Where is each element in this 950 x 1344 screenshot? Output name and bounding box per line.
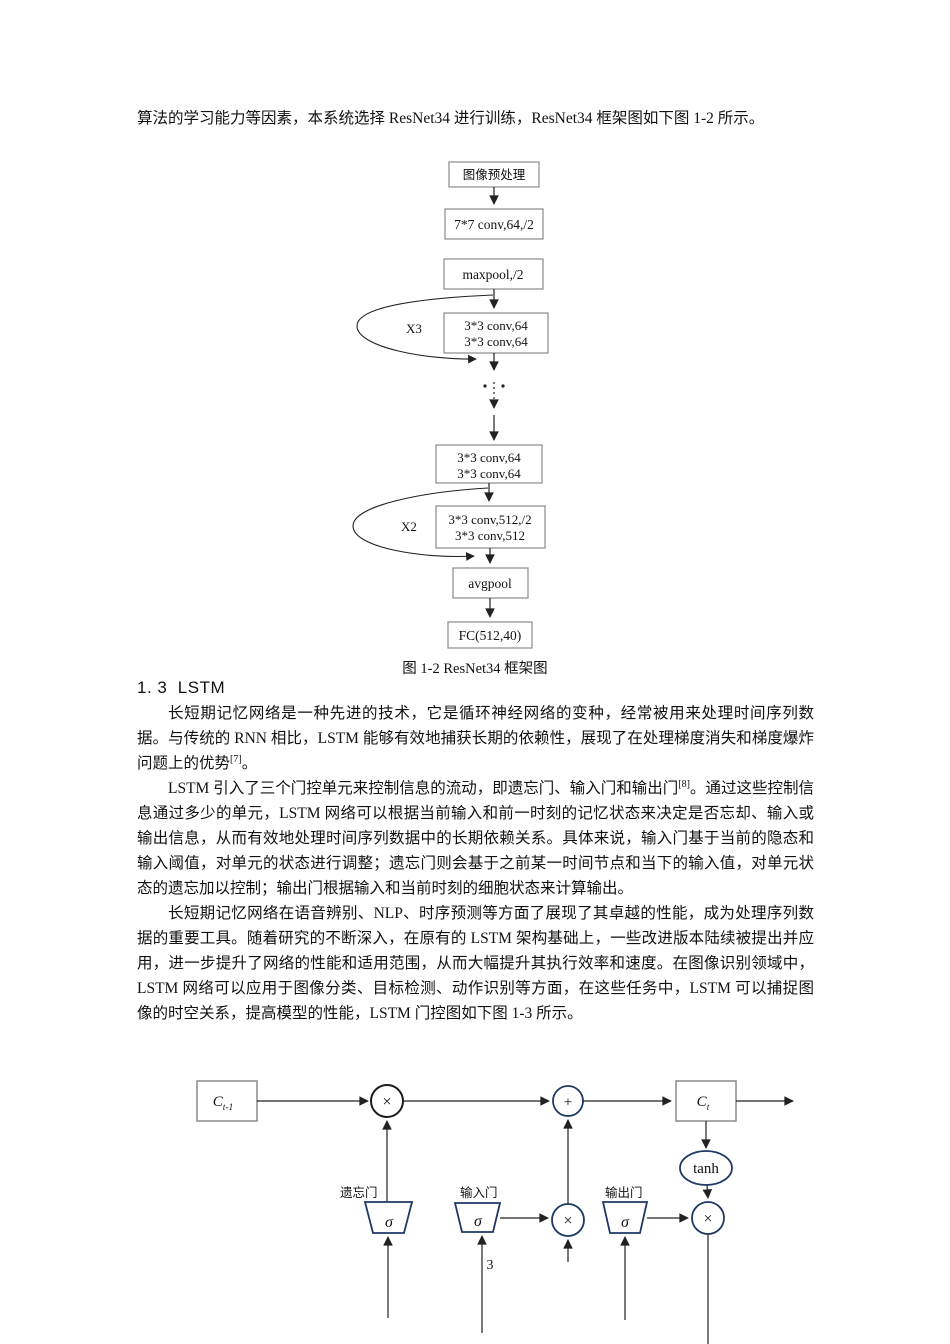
output-sigma-label: σ (621, 1214, 630, 1231)
c-prev-main: C (213, 1094, 224, 1110)
preprocess-box (448, 161, 540, 188)
fc-box (447, 621, 533, 649)
cell-state-prev-label: Ct-1 (213, 1094, 234, 1113)
input-gate-sigma-trapezoid (453, 1202, 502, 1233)
preprocess-label: 图像预处理 (463, 168, 526, 182)
block2-line1: 3*3 conv,64 (457, 450, 521, 465)
lstm-gate-diagram: Ct-1 × + Ct tanh 遗忘门 输入门 输出门 σ σ σ × × (196, 1080, 794, 1344)
forget-sigma-label: σ (385, 1214, 394, 1231)
tanh-label: tanh (693, 1161, 719, 1177)
tanh-node (679, 1150, 733, 1186)
ellipsis-dot-icon (483, 384, 487, 388)
cell-state-label: Ct (697, 1094, 710, 1113)
citation-7: [7] (230, 753, 242, 765)
paragraph-2-end: 。通过这些控制信息通过多少的单元，LSTM 网络可以根据当前输入和前一时刻的记忆… (137, 780, 814, 897)
fc-label: FC(512,40) (459, 628, 522, 643)
paragraph-1-end: 。 (241, 755, 258, 772)
intro-text: 算法的学习能力等因素，本系统选择 ResNet34 进行训练，ResNet34 … (137, 110, 765, 127)
paragraph-2-text: LSTM 引入了三个门控单元来控制信息的流动，即遗忘门、输入门和输出门 (168, 780, 679, 797)
maxpool-label: maxpool,/2 (462, 267, 523, 282)
conv7-box (444, 208, 544, 240)
paragraph-2: LSTM 引入了三个门控单元来控制信息的流动，即遗忘门、输入门和输出门[8]。通… (137, 776, 814, 901)
ellipsis-dot-icon (501, 384, 505, 388)
multiply-2-label: × (563, 1213, 572, 1230)
c-t-main: C (697, 1094, 708, 1110)
avgpool-box (452, 567, 529, 599)
block3-line1: 3*3 conv,512,/2 (448, 512, 531, 527)
conv7-label: 7*7 conv,64,/2 (454, 217, 534, 232)
block1-line2: 3*3 conv,64 (464, 334, 528, 349)
c-prev-sub: t-1 (223, 1103, 234, 1113)
cell-state-prev-box (196, 1080, 258, 1122)
paragraph-3-text: 长短期记忆网络在语音辨别、NLP、时序预测等方面了展现了其卓越的性能，成为处理序… (137, 905, 814, 1022)
c-t-sub: t (707, 1103, 710, 1113)
block2-line2: 3*3 conv,64 (457, 466, 521, 481)
output-gate-sigma-trapezoid (601, 1201, 649, 1234)
x2-label: X2 (401, 519, 417, 534)
block3-line2: 3*3 conv,512 (455, 528, 525, 543)
x2-loop-arc (352, 487, 489, 561)
paragraph-1-text: 长短期记忆网络是一种先进的技术，它是循环神经网络的变种，经常被用来处理时间序列数… (137, 705, 814, 772)
input-gate-label: 输入门 (460, 1185, 498, 1200)
add-label: + (564, 1095, 572, 1111)
cell-state-box (675, 1080, 737, 1122)
input-sigma-label: σ (474, 1213, 483, 1230)
forget-gate-sigma-trapezoid (363, 1201, 414, 1234)
resnet34-flowchart: 图像预处理 7*7 conv,64,/2 maxpool,/2 X3 3*3 c… (352, 161, 549, 649)
block1-line1: 3*3 conv,64 (464, 318, 528, 333)
multiply-3-label: × (703, 1211, 712, 1228)
paragraph-1: 长短期记忆网络是一种先进的技术，它是循环神经网络的变种，经常被用来处理时间序列数… (137, 701, 814, 776)
x3-label: X3 (406, 321, 422, 336)
citation-8: [8] (678, 778, 690, 790)
intro-paragraph: 算法的学习能力等因素，本系统选择 ResNet34 进行训练，ResNet34 … (137, 106, 814, 131)
x3-loop-arc (356, 294, 494, 364)
section-heading: 1. 3 LSTM (137, 678, 226, 697)
page-number: 3 (486, 1258, 494, 1273)
block3-box (435, 505, 546, 549)
multiply-1-label: × (382, 1094, 391, 1111)
avgpool-label: avgpool (468, 576, 512, 591)
multiply-node-2 (551, 1203, 585, 1237)
output-gate-label: 输出门 (605, 1185, 643, 1200)
body-text: 长短期记忆网络是一种先进的技术，它是循环神经网络的变种，经常被用来处理时间序列数… (137, 701, 814, 1026)
figure-1-2-caption: 图 1-2 ResNet34 框架图 (402, 661, 548, 677)
forget-gate-label: 遗忘门 (340, 1185, 378, 1200)
tanh-to-multiply-arrow (702, 1184, 713, 1199)
block1-box (443, 312, 549, 354)
paragraph-3: 长短期记忆网络在语音辨别、NLP、时序预测等方面了展现了其卓越的性能，成为处理序… (137, 901, 814, 1026)
block2-box (435, 444, 543, 484)
